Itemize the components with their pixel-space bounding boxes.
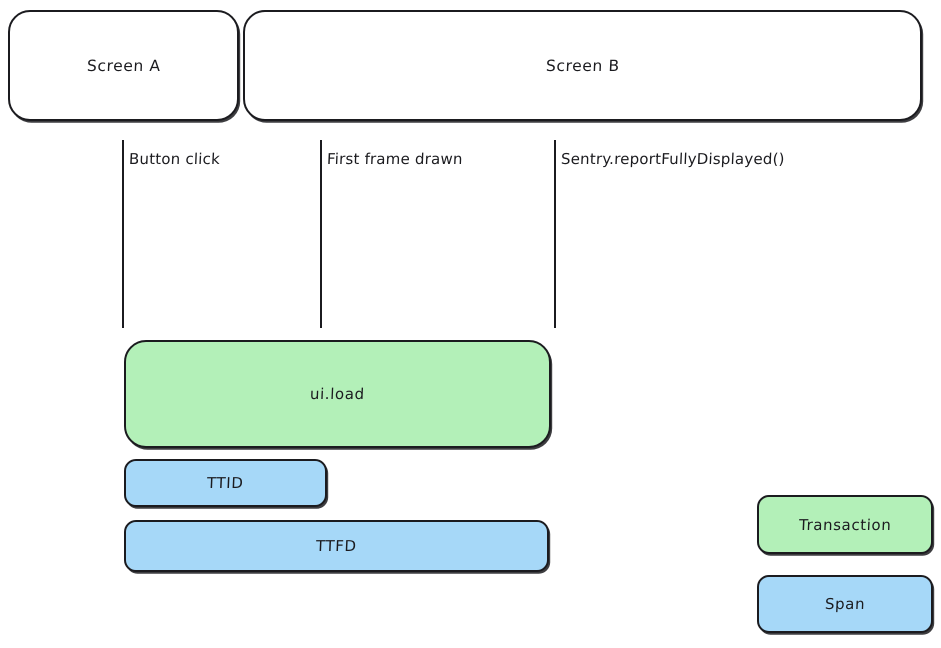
bar-ttfd-label: TTFD (315, 537, 358, 555)
screen-a-label: Screen A (86, 56, 161, 75)
marker-line-first-frame-drawn (320, 140, 322, 328)
screen-b-frame[interactable]: Screen B (243, 10, 922, 121)
screen-a-frame[interactable]: Screen A (8, 10, 239, 121)
marker-label-report-fully-displayed: Sentry.reportFullyDisplayed() (560, 150, 786, 168)
marker-label-button-click: Button click (128, 150, 221, 168)
marker-label-first-frame-drawn: First frame drawn (326, 150, 464, 168)
legend-item-transaction: Transaction (757, 495, 933, 554)
bar-ttid-label: TTID (206, 474, 245, 492)
bar-ttid[interactable]: TTID (124, 459, 327, 507)
legend-item-span: Span (757, 575, 933, 633)
bar-ttfd[interactable]: TTFD (124, 520, 549, 572)
legend-span-label: Span (824, 595, 866, 613)
bar-ui-load-label: ui.load (309, 385, 366, 403)
marker-line-button-click (122, 140, 124, 328)
marker-line-report-fully-displayed (554, 140, 556, 328)
screen-b-label: Screen B (545, 56, 620, 75)
bar-ui-load[interactable]: ui.load (124, 340, 551, 448)
legend-transaction-label: Transaction (798, 515, 892, 534)
